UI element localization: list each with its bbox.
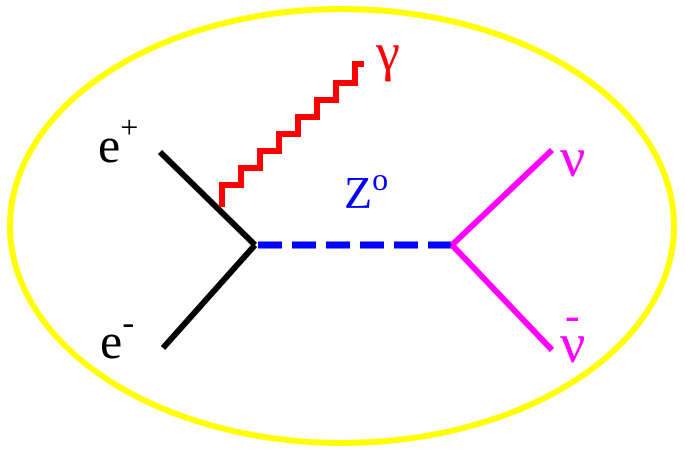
z-boson-label: Zo: [344, 161, 388, 218]
neutrino-label: ν: [560, 127, 585, 189]
antineutrino-label: ν: [560, 313, 585, 375]
positron-label: e+: [98, 109, 138, 173]
photon-line: [219, 61, 364, 207]
antineutrino-line: [449, 242, 555, 353]
outline-ellipse: [7, 6, 677, 446]
electron-label: e-: [100, 302, 134, 369]
z-boson-sup: o: [372, 161, 388, 197]
positron-line: [157, 149, 258, 248]
photon-label: γ: [375, 22, 400, 82]
electron-line: [160, 243, 258, 350]
electron-charge: -: [122, 302, 134, 342]
neutrino-line: [449, 147, 555, 248]
positron-charge: +: [120, 109, 138, 145]
antineutrino-bar: -: [565, 291, 580, 340]
